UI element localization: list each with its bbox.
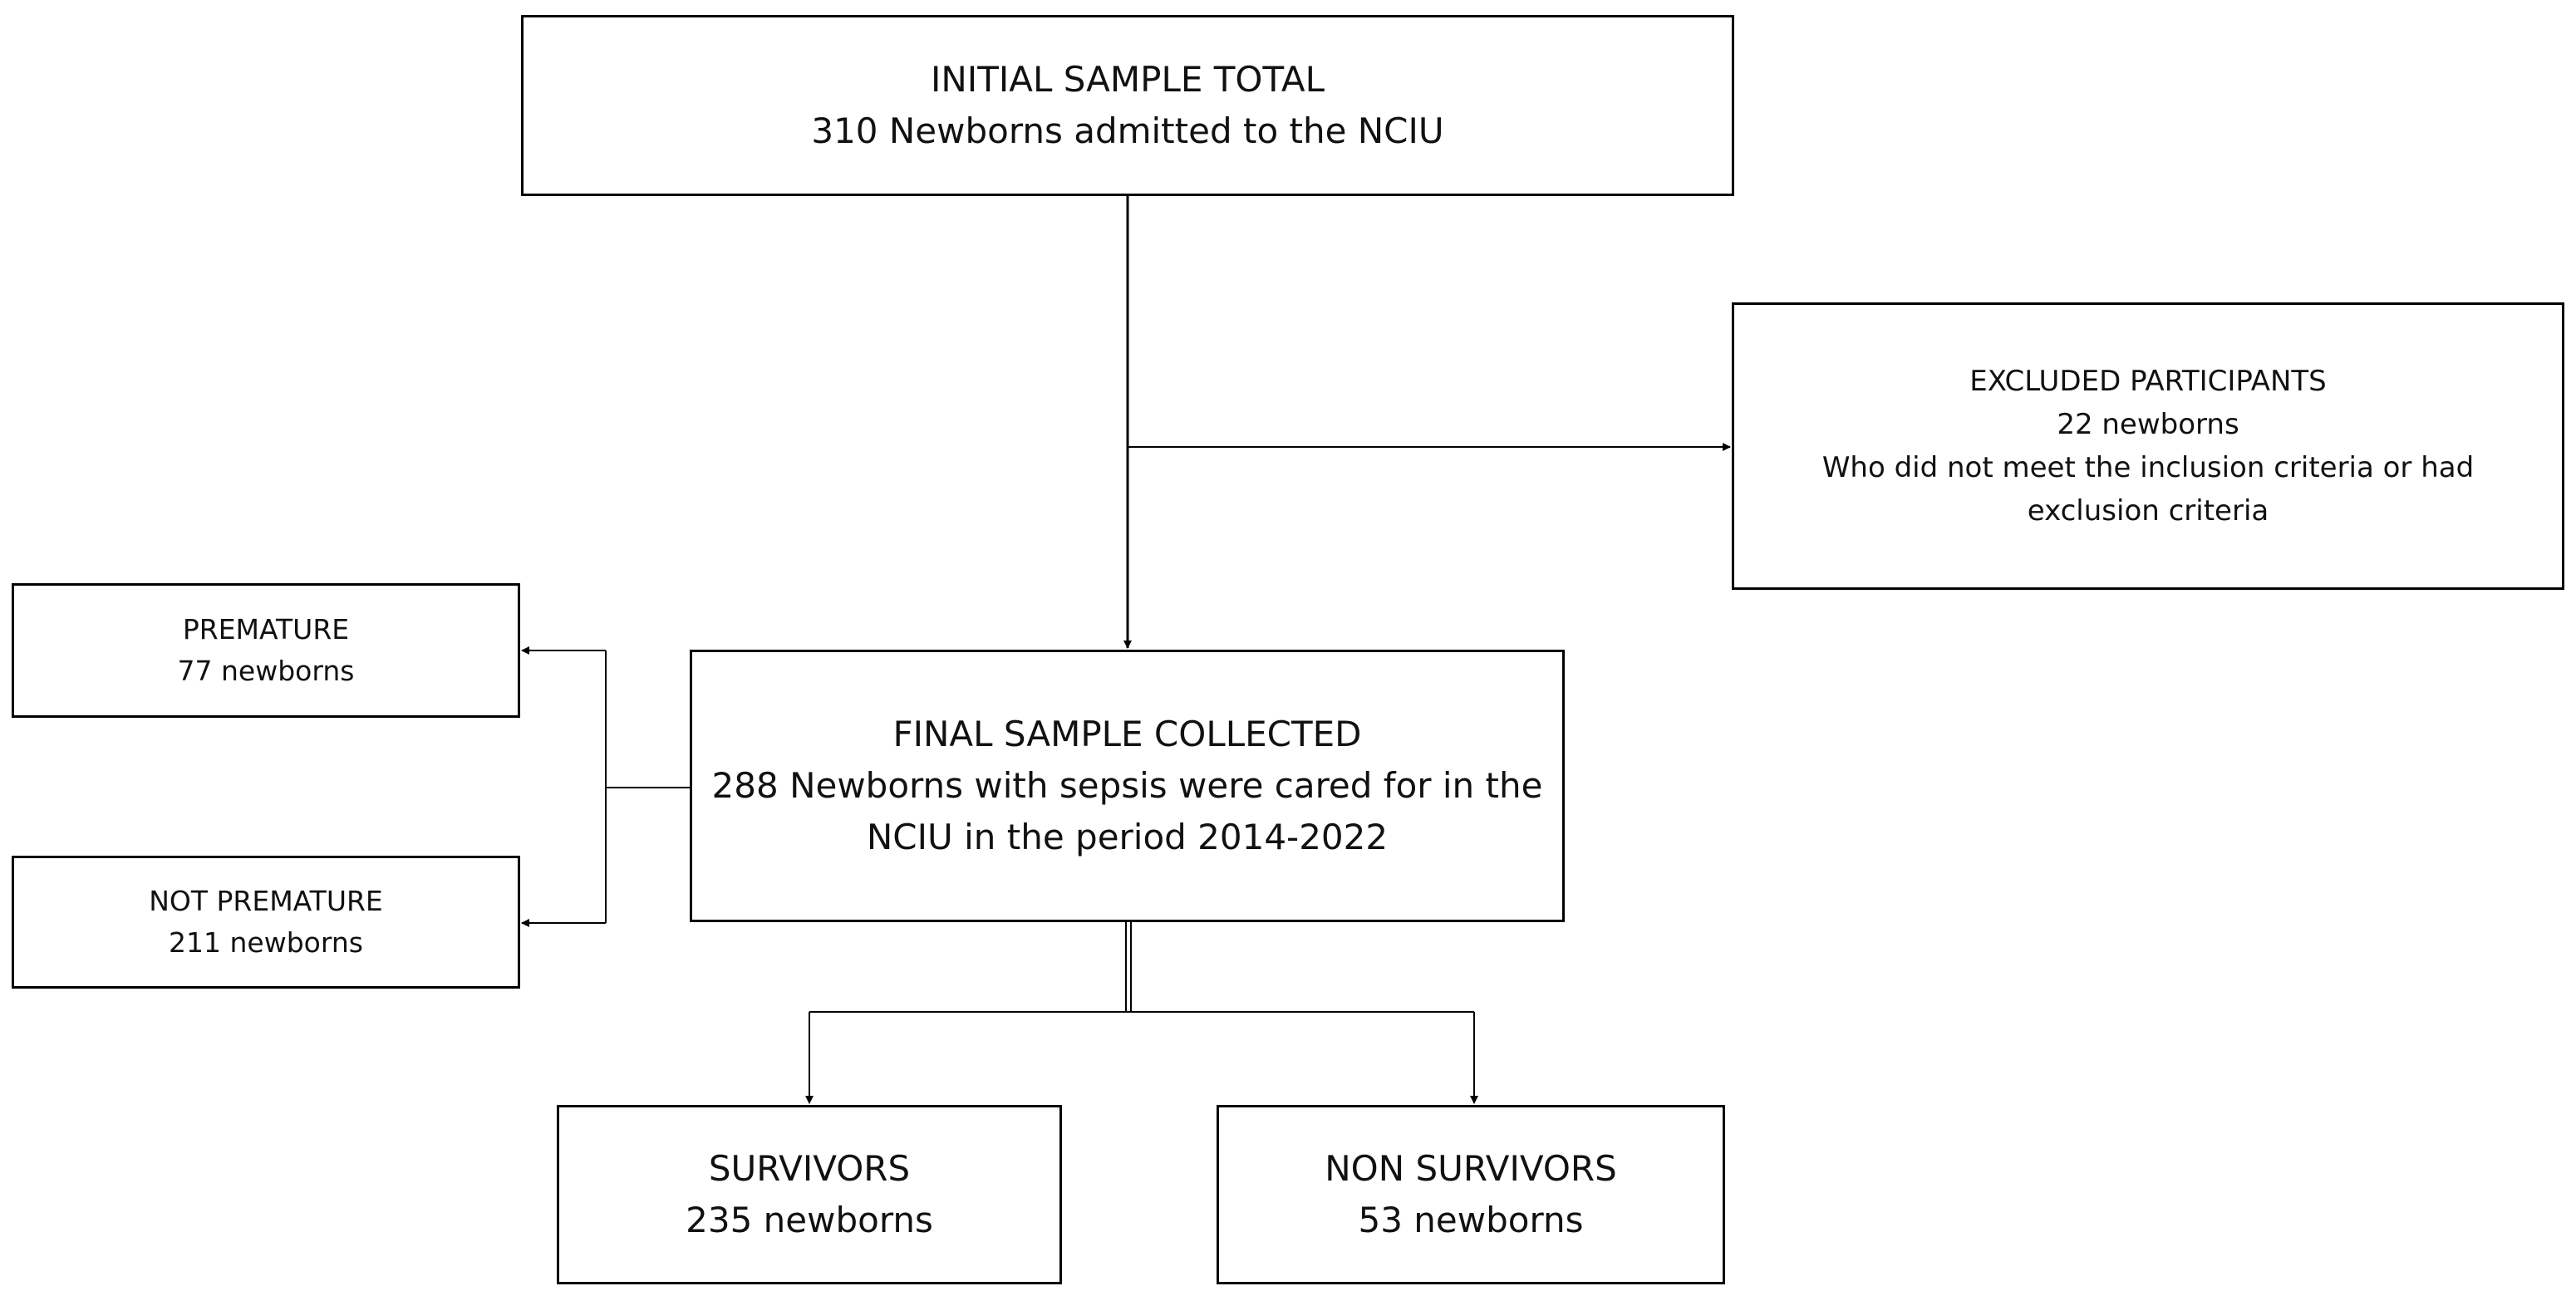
initial-sample-box: INITIAL SAMPLE TOTAL 310 Newborns admitt… <box>521 15 1734 196</box>
non-survivors-box: NON SURVIVORS 53 newborns <box>1217 1105 1725 1284</box>
final-sample-heading: FINAL SAMPLE COLLECTED <box>892 714 1362 754</box>
survivors-count: 235 newborns <box>686 1200 933 1240</box>
premature-heading: PREMATURE <box>182 613 350 646</box>
excluded-reason-line1: Who did not meet the inclusion criteria … <box>1821 451 2475 484</box>
final-sample-box: FINAL SAMPLE COLLECTED 288 Newborns with… <box>690 650 1565 922</box>
survivors-box: SURVIVORS 235 newborns <box>557 1105 1062 1284</box>
initial-sample-detail: 310 Newborns admitted to the NCIU <box>811 110 1444 151</box>
final-sample-line1: 288 Newborns with sepsis were cared for … <box>711 765 1543 806</box>
survivors-heading: SURVIVORS <box>708 1148 911 1189</box>
excluded-participants-box: EXCLUDED PARTICIPANTS 22 newborns Who di… <box>1732 302 2564 590</box>
premature-count: 77 newborns <box>177 655 355 687</box>
non-survivors-heading: NON SURVIVORS <box>1325 1148 1617 1189</box>
final-sample-line2: NCIU in the period 2014-2022 <box>866 817 1389 857</box>
initial-sample-heading: INITIAL SAMPLE TOTAL <box>931 59 1325 100</box>
excluded-heading: EXCLUDED PARTICIPANTS <box>1969 365 2327 398</box>
not-premature-box: NOT PREMATURE 211 newborns <box>12 856 520 989</box>
excluded-count: 22 newborns <box>2057 408 2239 441</box>
non-survivors-count: 53 newborns <box>1358 1200 1584 1240</box>
premature-box: PREMATURE 77 newborns <box>12 583 520 718</box>
excluded-reason-line2: exclusion criteria <box>2027 494 2269 528</box>
not-premature-heading: NOT PREMATURE <box>149 885 383 917</box>
not-premature-count: 211 newborns <box>169 926 363 959</box>
